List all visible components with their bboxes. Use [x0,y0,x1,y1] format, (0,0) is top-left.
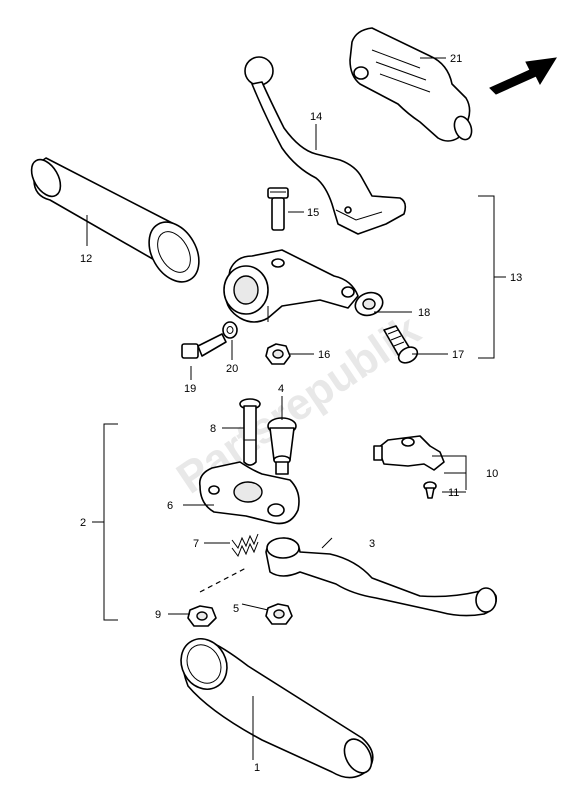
label-1: 1 [254,762,260,774]
label-7: 7 [193,538,199,550]
washer-20-part [222,321,238,339]
label-12: 12 [80,253,92,265]
label-3: 3 [369,538,375,550]
leader-lines [86,57,506,760]
label-6: 6 [167,500,173,512]
pivot-bolt-part [267,187,289,231]
label-15: 15 [307,207,319,219]
spring-7-part [231,533,259,558]
nut-9-part [187,605,217,627]
lever-holder-bracket-part [223,249,359,323]
label-5: 5 [233,603,239,615]
switch-10-part [373,435,445,471]
label-13: 13 [510,272,522,284]
label-17: 17 [452,349,464,361]
throttle-housing-part [349,27,473,142]
left-grip-part [30,157,200,283]
bolt-19-part [181,333,227,359]
label-4: 4 [278,383,284,395]
upper-lever-part [244,56,407,235]
nut-16-part [265,343,291,365]
label-8: 8 [210,423,216,435]
label-11: 11 [448,487,459,499]
pivot-bolt-8-part [239,398,261,466]
front-direction-arrow-icon [489,57,557,95]
adjuster-nut-part [354,291,384,317]
label-19: 19 [184,383,196,395]
label-21: 21 [450,53,462,65]
label-10: 10 [486,468,498,480]
assembly-dashed-line [199,567,247,593]
label-2: 2 [80,517,86,529]
right-grip-1-part [180,638,374,779]
label-16: 16 [318,349,330,361]
lower-lever-3-part [265,537,498,617]
screw-11-part [423,481,437,499]
nut-5-part [265,603,293,625]
lower-bracket-6-part [198,461,300,525]
collar-4-part [267,417,297,475]
label-20: 20 [226,363,238,375]
adjuster-bolt-part [383,325,419,364]
label-9: 9 [155,609,161,621]
label-14: 14 [310,111,322,123]
label-18: 18 [418,307,430,319]
